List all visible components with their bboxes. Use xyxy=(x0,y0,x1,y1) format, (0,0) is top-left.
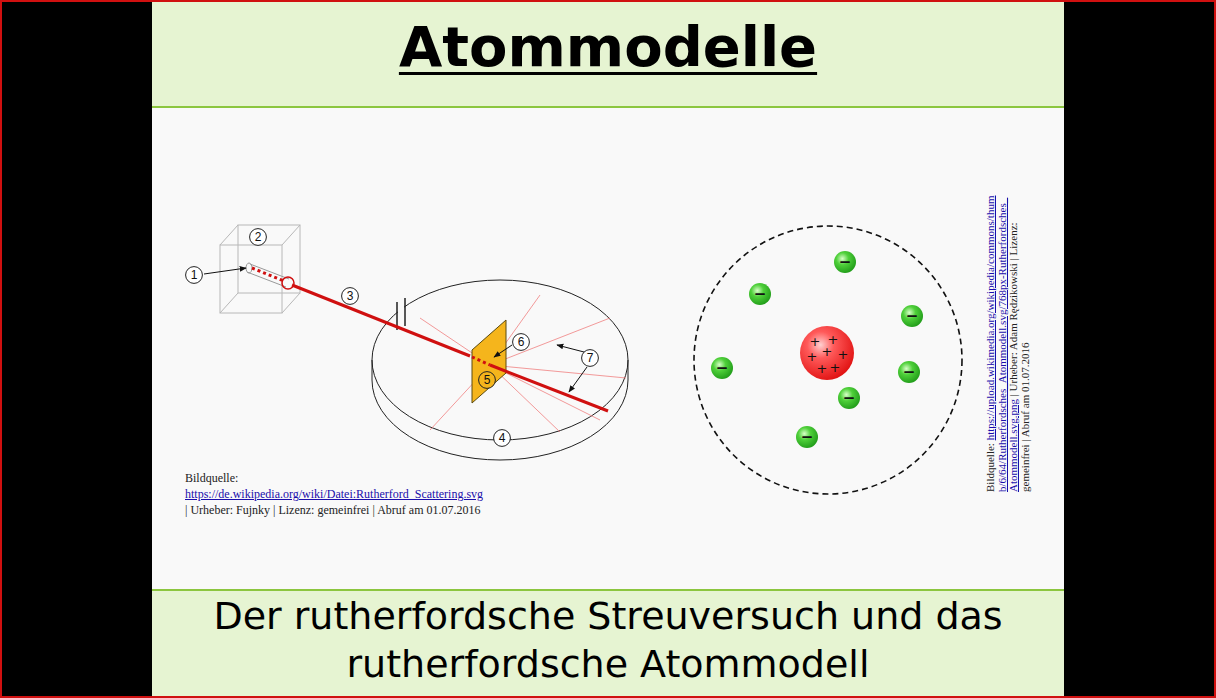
electron: − xyxy=(898,361,920,383)
charge-sign: − xyxy=(906,309,919,324)
beam-aperture xyxy=(282,277,294,289)
callout-number: 4 xyxy=(499,432,506,444)
callout-circle: 7 xyxy=(581,349,599,367)
credit-text: Bildquelle: xyxy=(984,443,996,492)
callout-circle: 1 xyxy=(185,266,203,284)
callout-circle: 2 xyxy=(249,228,267,246)
callout-circle: 4 xyxy=(493,429,511,447)
electron: − xyxy=(901,305,923,327)
callout-number: 7 xyxy=(587,352,594,364)
screen-slit xyxy=(397,298,405,330)
charge-sign: − xyxy=(801,430,814,445)
alpha-beam xyxy=(292,285,470,356)
electron: − xyxy=(711,357,733,379)
image-credit: Bildquelle:https://de.wikipedia.org/wiki… xyxy=(185,470,565,518)
electron: − xyxy=(834,251,856,273)
screen-slit xyxy=(398,300,404,328)
electron: − xyxy=(838,387,860,409)
charge-sign: − xyxy=(716,361,729,376)
callout-number: 3 xyxy=(347,290,354,302)
credit-text: Bildquelle: xyxy=(185,470,565,486)
slide-caption: Der rutherfordsche Streuversuch und das … xyxy=(152,592,1064,688)
charge-sign: − xyxy=(843,391,856,406)
atom-boundary xyxy=(694,226,962,494)
charge-sign: + xyxy=(809,335,821,348)
charge-sign: + xyxy=(821,345,833,358)
detector-screen xyxy=(372,280,628,460)
scattered-rays xyxy=(420,295,626,432)
band-rule xyxy=(152,106,1064,108)
slide-title: Atommodelle xyxy=(152,14,1064,79)
beam-in-foil xyxy=(472,357,490,365)
electron: − xyxy=(749,283,771,305)
charge-sign: + xyxy=(829,361,841,374)
title-band xyxy=(152,0,1064,107)
charge-sign: + xyxy=(816,362,828,375)
spacer xyxy=(1007,396,1019,399)
band-rule xyxy=(152,589,1064,591)
screen-slit xyxy=(397,298,405,330)
charge-sign: − xyxy=(839,255,852,270)
credit-text: | Urheber: Fujnky | Lizenz: gemeinfrei |… xyxy=(185,502,565,518)
title-text: Atommodelle xyxy=(399,14,817,79)
caption-text: Der rutherfordsche Streuversuch und das … xyxy=(213,594,1002,686)
leader-arrow xyxy=(204,268,587,392)
callout-number: 5 xyxy=(484,374,491,386)
spacer xyxy=(984,440,996,443)
callout-number: 6 xyxy=(518,336,525,348)
charge-sign: − xyxy=(903,365,916,380)
source-link: https://de.wikipedia.org/wiki/Datei:Ruth… xyxy=(185,486,565,502)
alpha-beam xyxy=(490,365,608,411)
beam-inside xyxy=(252,268,284,281)
charge-sign: + xyxy=(837,348,849,361)
callout-number: 2 xyxy=(255,231,262,243)
callout-circle: 6 xyxy=(512,333,530,351)
source-housing xyxy=(220,225,300,313)
gold-foil xyxy=(472,320,506,403)
callout-number: 1 xyxy=(191,269,198,281)
caption-band xyxy=(152,590,1064,698)
atom-nucleus: +++++++ xyxy=(800,326,854,380)
electron: − xyxy=(796,426,818,448)
callout-circle: 5 xyxy=(478,371,496,389)
image-credit: Bildquelle: https://upload.wikimedia.org… xyxy=(985,194,1031,492)
charge-sign: + xyxy=(806,350,818,363)
callout-circle: 3 xyxy=(341,287,359,305)
charge-sign: − xyxy=(754,287,767,302)
